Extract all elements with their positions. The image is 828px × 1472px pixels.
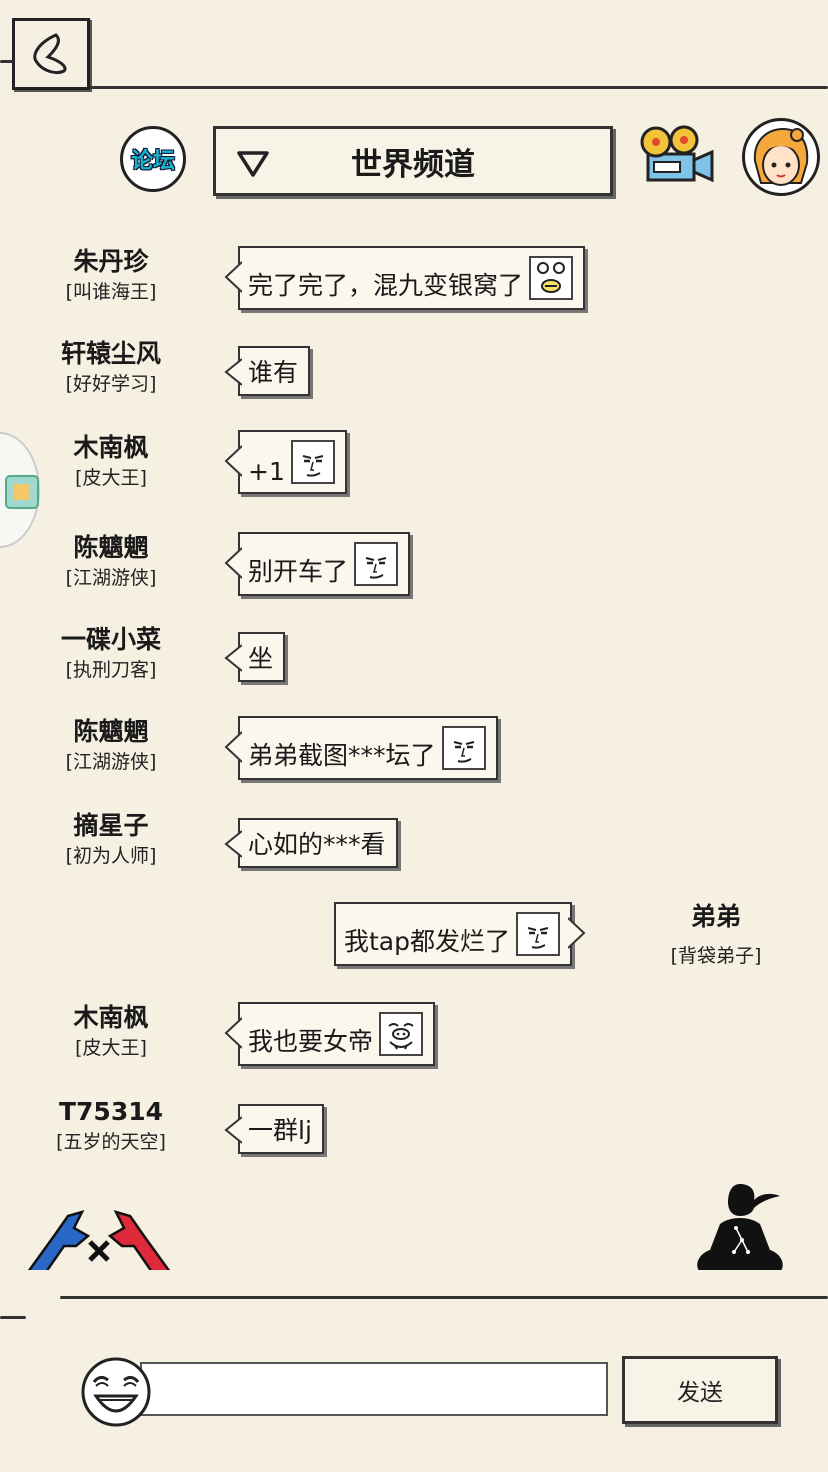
message-bubble[interactable]: 完了完了，混九变银窝了	[224, 246, 586, 310]
message-bubble[interactable]: +1	[224, 430, 347, 494]
smug-face-emoji-icon	[516, 912, 560, 956]
forum-button[interactable]: 论坛	[120, 126, 186, 192]
sender-info[interactable]: 木南枫 [皮大王]	[4, 432, 218, 492]
sender-title: [皮大王]	[75, 1037, 147, 1059]
message-text: 我tap都发烂了	[344, 927, 510, 956]
bubble-tail	[568, 917, 586, 949]
pvp-fighters-icon[interactable]	[24, 1206, 174, 1280]
message-input[interactable]	[140, 1362, 608, 1416]
message-text: 一群lj	[248, 1116, 312, 1145]
smug-face-emoji-icon	[354, 542, 399, 586]
my-sender-info[interactable]: 弟弟 [背袋弟子]	[612, 898, 820, 970]
sender-info[interactable]: T75314 [五岁的天空]	[4, 1096, 218, 1156]
sender-name: 弟弟	[690, 902, 741, 931]
message-text: 坐	[248, 644, 274, 673]
smug-face-emoji-icon	[441, 726, 486, 770]
bubble-tail	[224, 830, 242, 858]
bubble-tail	[224, 445, 242, 477]
emoji-picker-icon[interactable]	[80, 1356, 152, 1428]
sender-name: 陈魑魍	[73, 533, 149, 562]
app-badge-icon	[5, 475, 39, 509]
back-button[interactable]	[12, 18, 90, 90]
sender-name: 摘星子	[73, 811, 149, 840]
my-message-bubble[interactable]: 我tap都发烂了	[334, 902, 586, 966]
message-bubble[interactable]: 谁有	[224, 346, 311, 396]
message-text: 我也要女帝	[248, 1027, 374, 1056]
back-chevron-icon	[33, 33, 67, 75]
bubble-tail	[224, 358, 242, 386]
message-text: 弟弟截图***坛了	[248, 741, 436, 770]
sender-info[interactable]: 摘星子 [初为人师]	[4, 810, 218, 870]
top-divider-left	[0, 60, 14, 63]
sender-info[interactable]: 轩辕尘风 [好好学习]	[4, 338, 218, 398]
sender-title: [江湖游侠]	[65, 751, 157, 773]
bubble-tail	[224, 731, 242, 763]
smug-face-emoji-icon	[290, 440, 335, 484]
sender-name: 一碟小菜	[60, 625, 161, 654]
sender-info[interactable]: 木南枫 [皮大王]	[4, 1002, 218, 1062]
sender-title: [初为人师]	[65, 845, 157, 867]
channel-selector[interactable]: 世界频道	[213, 126, 613, 196]
send-button[interactable]: 发送	[622, 1356, 778, 1424]
triangle-down-icon	[237, 151, 269, 177]
bubble-tail	[224, 261, 242, 293]
message-bubble[interactable]: 别开车了	[224, 532, 411, 596]
video-camera-icon[interactable]	[634, 124, 716, 188]
sender-title: [好好学习]	[65, 373, 157, 395]
sender-title: [叫谁海王]	[65, 281, 157, 303]
message-text: 别开车了	[248, 557, 349, 586]
channel-title: 世界频道	[351, 146, 475, 183]
bubble-tail	[224, 1116, 242, 1144]
sender-name: 轩辕尘风	[60, 339, 161, 368]
bottom-divider	[60, 1296, 828, 1299]
message-text: 完了完了，混九变银窝了	[248, 271, 524, 300]
sender-name: 木南枫	[73, 1003, 149, 1032]
message-bubble[interactable]: 弟弟截图***坛了	[224, 716, 498, 780]
pig-face-emoji-icon	[379, 1012, 424, 1056]
sender-title: [江湖游侠]	[65, 567, 157, 589]
bubble-tail	[224, 644, 242, 672]
message-text: +1	[248, 457, 285, 486]
message-text: 谁有	[248, 358, 299, 387]
avatar-face-icon	[753, 127, 809, 186]
sender-name: T75314	[58, 1097, 164, 1126]
meditation-icon[interactable]	[690, 1180, 790, 1276]
sender-name: 陈魑魍	[73, 717, 149, 746]
forum-label: 论坛	[130, 149, 175, 174]
bubble-tail	[224, 1017, 242, 1049]
sender-title: [皮大王]	[75, 467, 147, 489]
flower-face-emoji-icon	[529, 256, 574, 300]
sender-info[interactable]: 一碟小菜 [执刑刀客]	[4, 624, 218, 684]
sender-title: [五岁的天空]	[56, 1131, 166, 1153]
sender-title: [执刑刀客]	[65, 659, 157, 681]
avatar[interactable]	[742, 118, 820, 196]
message-text: 心如的***看	[248, 830, 386, 859]
message-bubble[interactable]: 一群lj	[224, 1104, 324, 1154]
top-divider	[90, 86, 828, 89]
sender-title: [背袋弟子]	[670, 945, 762, 967]
bottom-divider-curl	[0, 1316, 26, 1319]
sender-info[interactable]: 朱丹珍 [叫谁海王]	[4, 246, 218, 306]
sender-info[interactable]: 陈魑魍 [江湖游侠]	[4, 532, 218, 592]
bubble-tail	[224, 547, 242, 579]
sender-name: 木南枫	[73, 433, 149, 462]
sender-name: 朱丹珍	[73, 247, 149, 276]
message-bubble[interactable]: 坐	[224, 632, 286, 682]
message-bubble[interactable]: 心如的***看	[224, 818, 398, 868]
message-bubble[interactable]: 我也要女帝	[224, 1002, 436, 1066]
sender-info[interactable]: 陈魑魍 [江湖游侠]	[4, 716, 218, 776]
